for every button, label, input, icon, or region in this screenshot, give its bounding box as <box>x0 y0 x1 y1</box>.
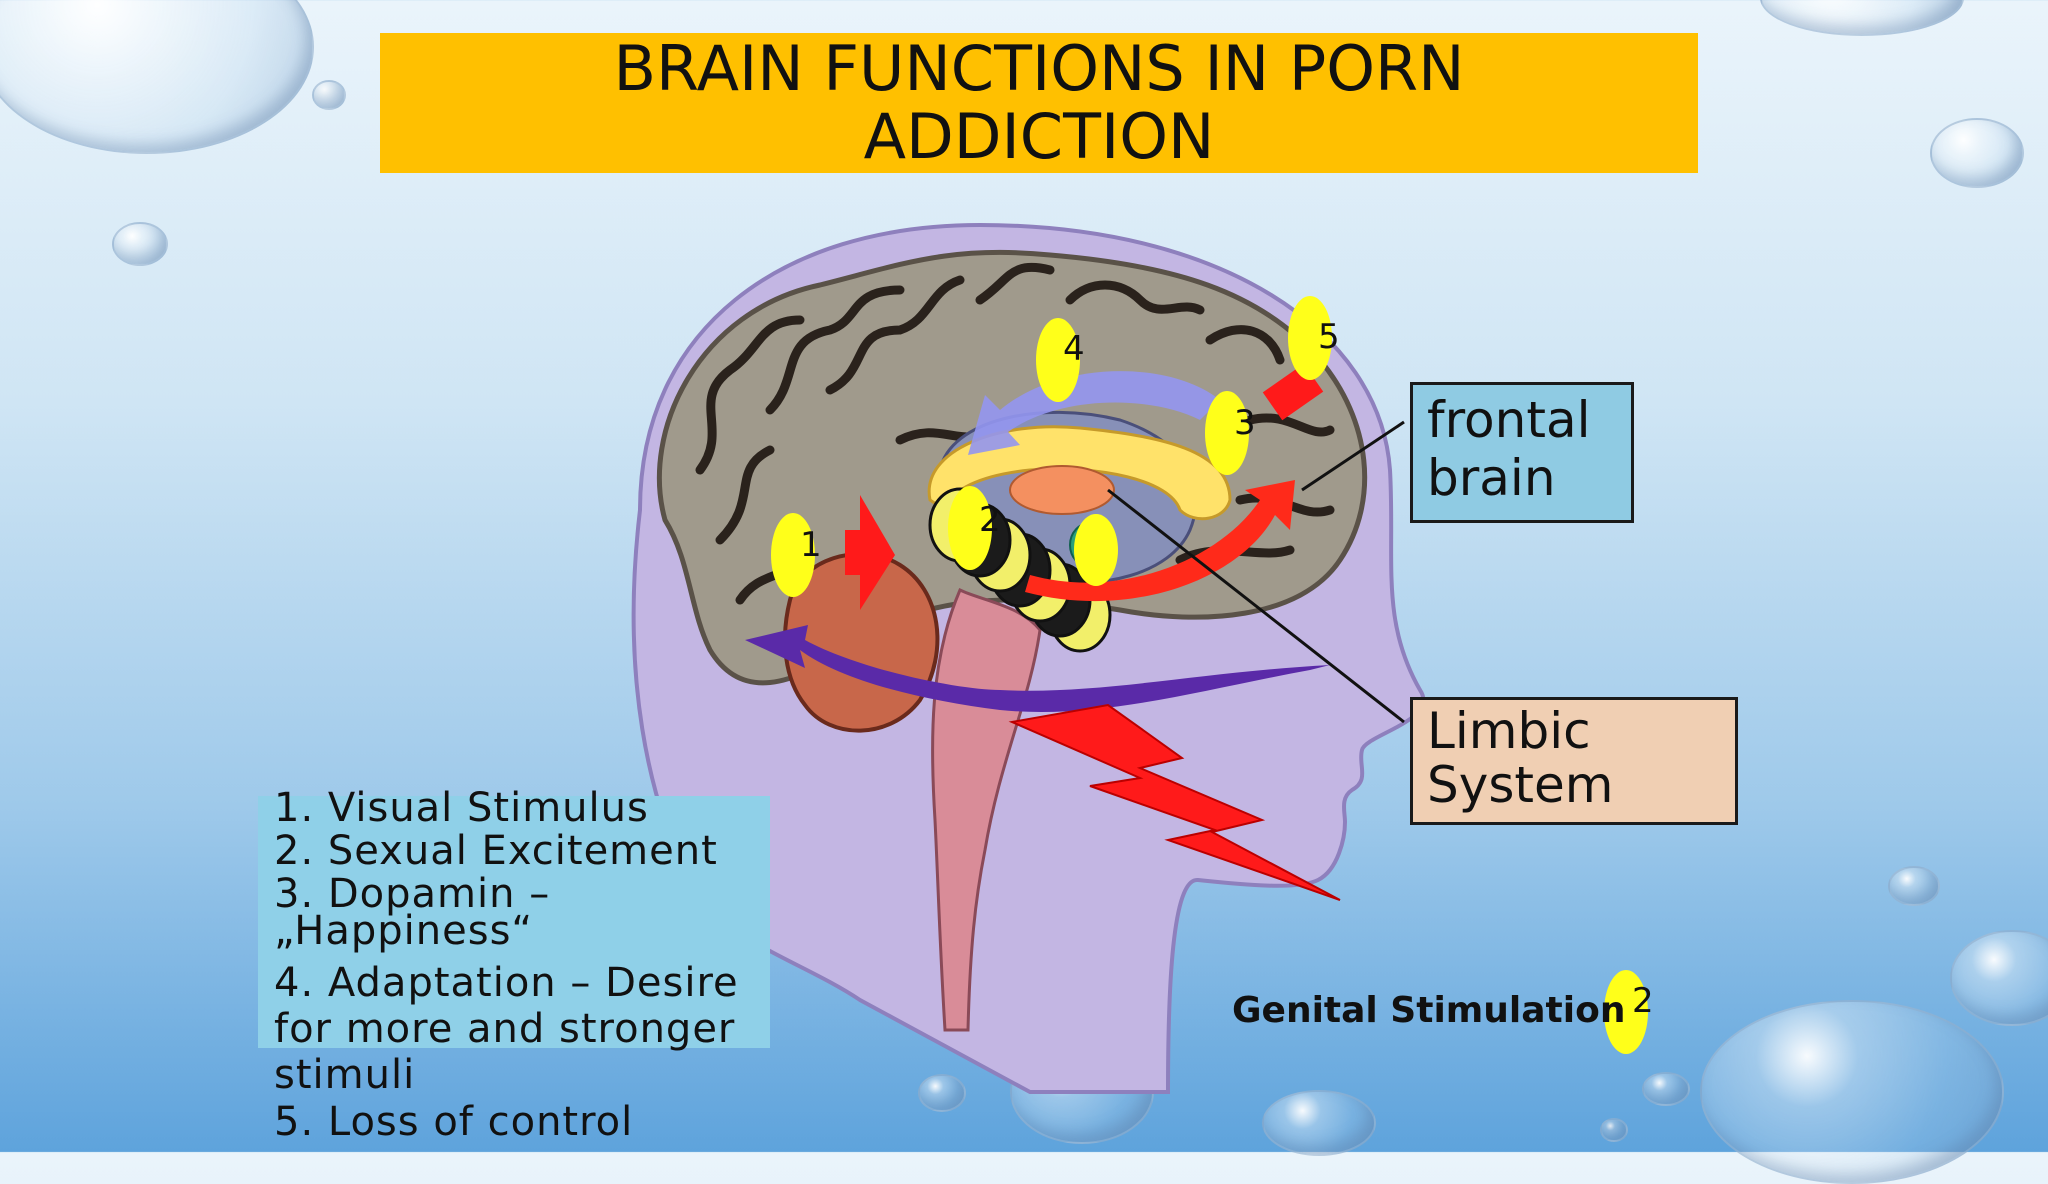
water-bubble <box>1930 118 2024 188</box>
svg-text:1: 1 <box>800 525 822 565</box>
limbic-connector-line <box>1107 488 1405 724</box>
marker-3: 3 <box>1205 391 1256 475</box>
frontal-label-line-1: frontal <box>1427 391 1591 449</box>
svg-text:5: 5 <box>1318 317 1340 357</box>
water-bubble <box>312 80 346 110</box>
visual-arrow <box>845 495 895 610</box>
adaptation-arrow <box>968 371 1220 455</box>
slide-title-bar: BRAIN FUNCTIONS IN PORN ADDICTION <box>380 33 1698 173</box>
frontal-connector-line <box>1301 420 1405 492</box>
legend-item: 4. Adaptation – Desire for more and stro… <box>274 960 739 1098</box>
legend-item: 2. Sexual Excitement <box>274 828 718 874</box>
slide-title: BRAIN FUNCTIONS IN PORN ADDICTION <box>613 32 1465 173</box>
svg-text:2: 2 <box>1632 981 1654 1021</box>
spinal-arrow <box>745 625 1330 712</box>
limbic-label-line-1: Limbic <box>1427 702 1591 760</box>
legend-list: 1. Visual Stimulus 2. Sexual Excitement … <box>274 785 794 1147</box>
svg-text:4: 4 <box>1063 329 1085 369</box>
genital-marker: 2 <box>1604 970 1654 1054</box>
water-bubble <box>112 222 168 266</box>
water-bubble <box>1642 1072 1690 1106</box>
frontal-brain-label: frontal brain <box>1410 382 1634 523</box>
limbic-arc <box>927 425 1232 521</box>
brain-diagram: 1 2 3 4 5 2 <box>631 222 1654 1094</box>
dopamine-arrow <box>1025 480 1295 602</box>
legend-item: 1. Visual Stimulus <box>274 785 649 831</box>
water-bubble <box>1950 930 2048 1026</box>
svg-text:2: 2 <box>979 500 1001 540</box>
genital-stimulation-label: Genital Stimulation <box>1232 990 1626 1031</box>
marker-1: 1 <box>771 513 822 597</box>
legend-background <box>258 796 770 1048</box>
lightning-bolt <box>1008 703 1341 901</box>
marker-unlabeled <box>1074 514 1118 586</box>
water-bubble <box>918 1074 966 1112</box>
legend-item: 5. Loss of control <box>274 1099 634 1145</box>
water-bubble <box>1600 1118 1628 1142</box>
limbic-system-label: Limbic System <box>1410 697 1738 825</box>
marker-4: 4 <box>1036 318 1085 402</box>
limbic-label-line-2: System <box>1427 756 1614 814</box>
thalamus <box>1009 465 1115 515</box>
svg-text:3: 3 <box>1234 403 1256 443</box>
legend-item: 3. Dopamin – „Happiness“ <box>274 871 551 954</box>
water-bubble <box>1888 866 1940 906</box>
marker-2: 2 <box>948 486 1001 570</box>
marker-5: 5 <box>1288 296 1340 380</box>
frontal-label-line-2: brain <box>1427 449 1556 507</box>
